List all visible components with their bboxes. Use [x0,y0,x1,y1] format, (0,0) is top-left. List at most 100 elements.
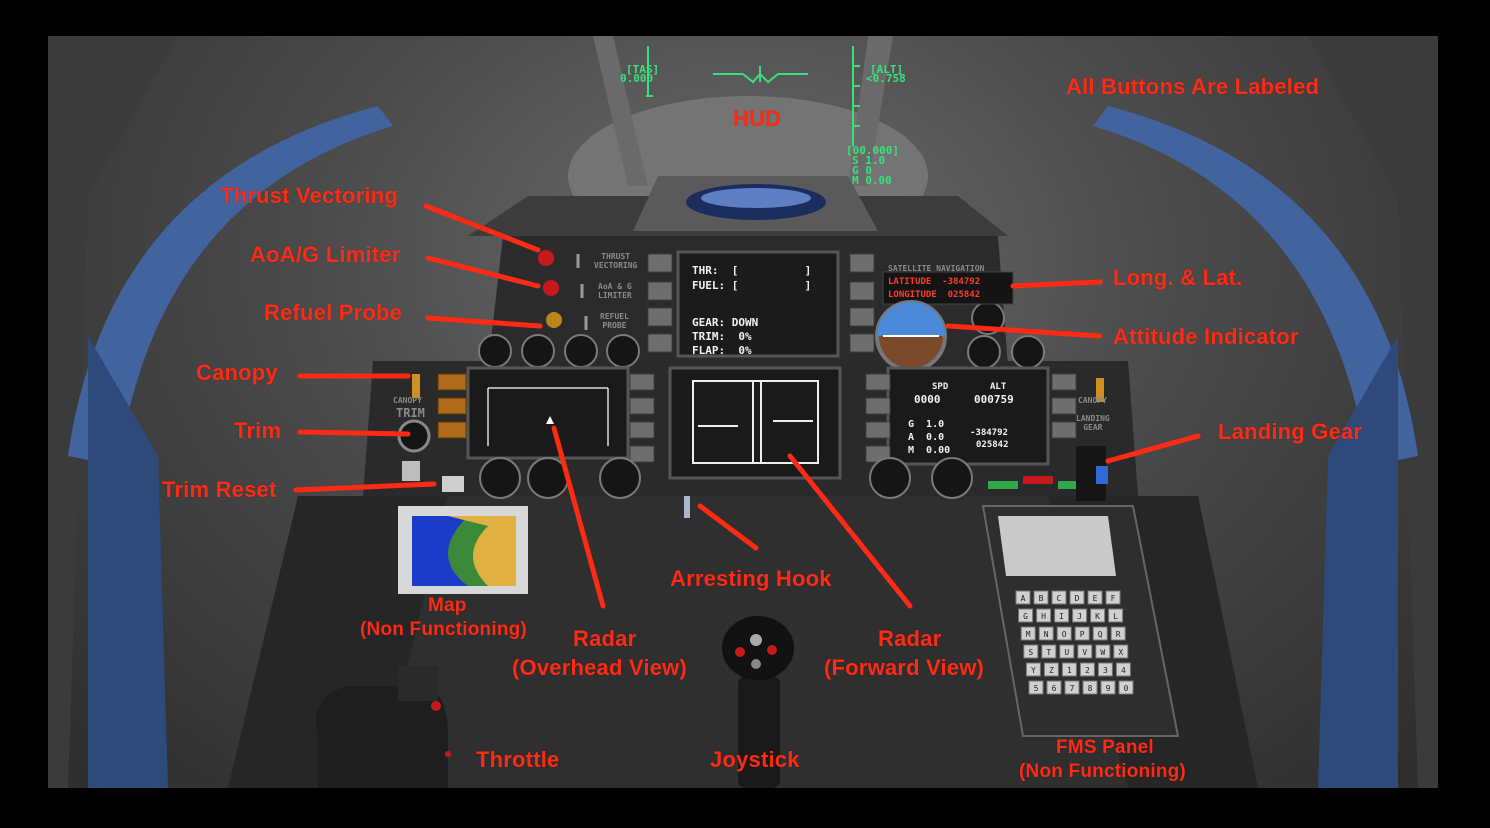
fms-key[interactable] [1018,608,1034,623]
lower-gauges [479,457,973,499]
throttle-grip[interactable] [316,686,448,788]
radar-forward-annotation: Radar [878,626,942,651]
thrust-vectoring-label: THRUST VECTORING [594,252,638,270]
aoa-limiter-annotation: AoA/G Limiter [250,242,401,267]
throttle-top[interactable] [398,666,438,701]
fms-key[interactable] [1056,626,1072,641]
ownship-marker [546,416,554,424]
fms-annotation: FMS Panel [1056,737,1154,758]
fms-key[interactable] [1100,680,1116,695]
joystick-hat[interactable] [750,634,762,646]
fms-key[interactable] [1061,662,1077,677]
fms-key[interactable] [1033,590,1049,605]
fms-key-label: O [1062,630,1067,639]
flight-data-buttons[interactable] [865,373,1077,463]
landing-gear-label: LANDING GEAR [1076,414,1110,432]
fms-key-label: N [1044,630,1049,639]
radar-overhead-buttons[interactable] [629,373,655,463]
fms-key-label: T [1046,648,1051,657]
g-value: G 1.0 [908,419,945,430]
fms-key[interactable] [1118,680,1134,695]
fms-key[interactable] [1074,626,1090,641]
fms-key[interactable] [1020,626,1036,641]
refuel-probe-switch-light[interactable] [546,312,562,328]
fms-key[interactable] [1095,644,1111,659]
fms-key[interactable] [1064,680,1080,695]
nav-title: SATELLITE NAVIGATION [888,264,985,273]
thrust-vectoring-switch-light[interactable] [538,250,554,266]
fms-key[interactable] [1079,662,1095,677]
joystick-button-bottom[interactable] [751,659,761,669]
fms-key-label: D [1075,594,1080,603]
canopy-sill-left [88,336,168,788]
canopy-lever-right[interactable] [1096,378,1104,402]
fms-key[interactable] [1110,626,1126,641]
upper-toggle-switches[interactable] [576,254,588,330]
hud-symbology [646,46,860,146]
fms-key-label: A [1021,594,1026,603]
throttle-button[interactable] [431,701,441,711]
fms-key[interactable] [1023,644,1039,659]
hud-readout-4: M 0.00 [852,174,892,187]
fms-key[interactable] [1113,644,1129,659]
fms-key-label: 2 [1085,666,1090,675]
landing-gear-lever[interactable] [1096,466,1108,484]
fms-key[interactable] [1054,608,1070,623]
fms-key[interactable] [1038,626,1054,641]
landing-gear-annotation: Landing Gear [1218,419,1363,444]
fms-key[interactable] [1087,590,1103,605]
canopy-frame-right [1308,36,1438,788]
fms-key[interactable] [1036,608,1052,623]
fms-key-label: 6 [1052,684,1057,693]
aoa-g-limiter-switch-light[interactable] [543,280,559,296]
canopy-annotation: Canopy [196,360,278,385]
canopy-label-left: CANOPY [393,396,422,405]
radar-overhead-note: (Overhead View) [512,655,687,680]
gear-readout: GEAR: DOWN [692,316,759,329]
fms-key[interactable] [1051,590,1067,605]
lat-value: -384792 [970,428,1008,438]
trim-reset-button[interactable] [442,476,464,492]
fms-key[interactable] [1115,662,1131,677]
fms-key-label: K [1095,612,1100,621]
alt-value: 000759 [974,393,1014,406]
throttle-button-2[interactable] [445,751,451,757]
fms-key[interactable] [1108,608,1124,623]
joystick-button-right[interactable] [767,645,777,655]
hud-readout-2: S 1.0 [852,154,886,167]
joystick-head[interactable] [722,616,794,680]
fms-key[interactable] [1043,662,1059,677]
attitude-sky [877,302,945,336]
fms-key[interactable] [1041,644,1057,659]
fms-key-label: 5 [1034,684,1039,693]
thr-readout: THR: [ ] [692,264,812,277]
fms-key[interactable] [1015,590,1031,605]
fms-key[interactable] [1097,662,1113,677]
trim-switch[interactable] [402,461,420,481]
fms-key[interactable] [1090,608,1106,623]
spd-value: 0000 [914,393,941,406]
canopy-frame-left [48,36,178,788]
joystick-button-left[interactable] [735,647,745,657]
map-annotation: Map [428,595,467,616]
canopy-lever-left[interactable] [412,374,420,398]
fms-key[interactable] [1105,590,1121,605]
title-label: All Buttons Are Labeled [1066,74,1320,99]
fms-key[interactable] [1072,608,1088,623]
nav-display [882,271,1014,305]
arresting-hook-handle[interactable] [684,496,690,518]
fms-key[interactable] [1077,644,1093,659]
left-side-buttons[interactable] [437,373,467,439]
fms-key[interactable] [1028,680,1044,695]
fms-key[interactable] [1059,644,1075,659]
fms-key[interactable] [1025,662,1041,677]
fms-key[interactable] [1092,626,1108,641]
fms-key-label: X [1118,648,1123,657]
fms-key[interactable] [1046,680,1062,695]
fms-key[interactable] [1069,590,1085,605]
fms-key[interactable] [1082,680,1098,695]
joystick-grip[interactable] [738,676,780,788]
fms-note: (Non Functioning) [1019,761,1186,782]
